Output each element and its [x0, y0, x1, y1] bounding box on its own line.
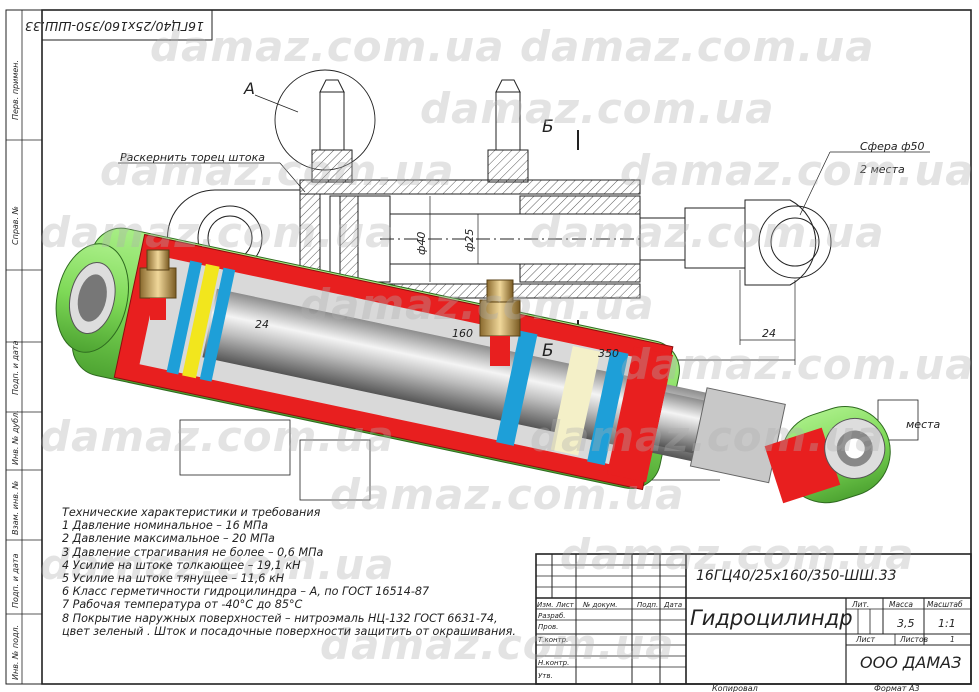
peen-note: Раскернить торец штока: [120, 151, 265, 164]
role-checker: Пров.: [538, 623, 558, 631]
role-tech-control: Т.контр.: [538, 636, 568, 644]
dim-24-left: 24: [255, 318, 269, 331]
rotated-designation: 16ГЦ40/25х160/350-ШШ.33: [25, 19, 204, 34]
role-norm-control: Н.контр.: [538, 659, 569, 667]
dim-bore: ф40: [415, 232, 428, 255]
sphere-note: Сфера ф50: [860, 140, 924, 153]
two-places-note: 2 места: [860, 163, 905, 176]
spec-item: 6 Класс герметичности гидроцилиндра – А,…: [62, 585, 430, 599]
dim-350: 350: [598, 347, 619, 360]
view-a-label: А: [243, 79, 255, 98]
hdr-sheet-label: Лист: [855, 635, 876, 644]
spec-item: 2 Давление максимальное – 20 МПа: [62, 532, 275, 546]
hdr-mass: Масса: [889, 600, 913, 609]
role-developer: Разраб.: [538, 612, 566, 620]
section-b-bottom: Б: [542, 341, 554, 361]
dim-160: 160: [452, 327, 473, 340]
scale-value: 1:1: [938, 617, 956, 630]
dim-rod: ф25: [463, 229, 476, 252]
format-label: Формат А3: [874, 684, 920, 692]
cutaway-render: [55, 227, 891, 504]
margin-inv-orig: Инв. № подл.: [11, 625, 20, 680]
spec-item: цвет зеленый . Шток и посадочные поверхн…: [62, 624, 516, 638]
spec-item: 5 Усилие на штоке тянущее – 11,6 кН: [62, 572, 285, 586]
margin-sign-date-2: Подп. и дата: [11, 553, 20, 608]
left-margin-dividers: [6, 139, 42, 615]
dim-24-right: 24: [762, 327, 776, 340]
two-places-right: места: [906, 418, 941, 431]
fitting-left: [139, 249, 177, 320]
fitting-right: [479, 279, 521, 366]
title-block: [535, 553, 972, 685]
copied-label: Копировал: [712, 684, 758, 692]
company-name: ООО ДАМАЗ: [860, 653, 961, 672]
product-name: Гидроцилиндр: [690, 606, 853, 630]
left-margin-frame: [5, 9, 43, 685]
hdr-doc-no: № докум.: [582, 601, 618, 609]
designation-text: 16ГЦ40/25х160/350-ШШ.33: [696, 568, 897, 584]
spec-item: 7 Рабочая температура от -40°С до 85°С: [62, 598, 303, 612]
hdr-sign: Подп.: [637, 601, 658, 609]
hdr-lit: Лит.: [851, 600, 869, 609]
hdr-scale: Масштаб: [927, 600, 963, 609]
technical-specs: Технические характеристики и требования …: [62, 506, 542, 638]
margin-sign-date-1: Подп. и дата: [11, 340, 20, 395]
spec-item: 1 Давление номинальное – 16 МПа: [62, 519, 269, 533]
role-approved: Утв.: [538, 672, 553, 680]
margin-inv-swap: Взам. инв. №: [11, 481, 20, 535]
hdr-change: Изм.: [537, 601, 553, 609]
margin-ref-no: Справ. №: [11, 206, 20, 245]
hdr-date: Дата: [663, 601, 682, 609]
sheets-value: 1: [950, 635, 955, 644]
specs-title: Технические характеристики и требования: [62, 506, 321, 519]
margin-first-use: Перв. примен.: [11, 60, 20, 120]
mass-value: 3,5: [897, 617, 915, 630]
hdr-sheet: Лист: [555, 601, 575, 609]
section-b-top: Б: [542, 117, 554, 137]
margin-dup-inv: Инв. № дубл.: [11, 410, 20, 465]
hdr-sheets-label: Листов: [899, 635, 928, 644]
spec-item: 4 Усилие на штоке толкающее – 19,1 кН: [62, 558, 301, 572]
spec-item: 3 Давление страгивания не более – 0,6 МП…: [62, 545, 324, 559]
spec-item: 8 Покрытие наружных поверхностей – нитро…: [62, 611, 498, 625]
